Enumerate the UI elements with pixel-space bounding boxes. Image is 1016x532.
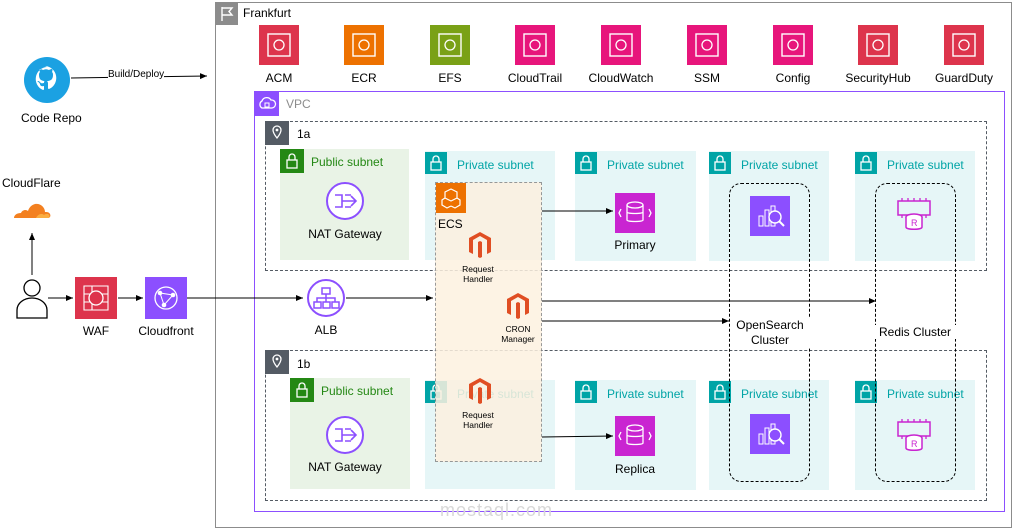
cloudflare-label: CloudFlare: [2, 176, 61, 190]
lock-icon: [425, 152, 447, 174]
nat-gateway-label: NAT Gateway: [308, 227, 382, 241]
private-subnet-label: Private subnet: [607, 387, 684, 401]
public-subnet-label: Public subnet: [321, 384, 394, 398]
vpc-label: VPC: [286, 97, 311, 111]
rds-icon: [615, 193, 655, 233]
service-label: CloudWatch: [588, 71, 654, 85]
lock-icon: [575, 152, 597, 174]
public-subnet-label: Public subnet: [311, 155, 384, 169]
nat-gateway-label: NAT Gateway: [308, 460, 382, 474]
region-flag-icon: [216, 3, 238, 25]
cloudtrail-icon: [515, 25, 555, 65]
watermark-text: mostaql.com: [440, 500, 554, 520]
lock-icon: [855, 381, 877, 403]
code-repo-label: Code Repo: [21, 111, 82, 125]
private-subnet-label: Private subnet: [457, 158, 534, 172]
service-label: SSM: [693, 71, 720, 85]
region-label: Frankfurt: [243, 6, 292, 20]
build-deploy-label: Build/Deploy: [108, 69, 165, 80]
waf-icon: [75, 277, 117, 319]
security-hub-icon: [858, 25, 898, 65]
private-subnet-label: Private subnet: [887, 387, 964, 401]
nat-gateway-icon: [325, 181, 365, 226]
config-icon: [773, 25, 813, 65]
rds-replica-label: Replica: [614, 462, 656, 476]
private-subnet-label: Private subnet: [741, 387, 818, 401]
region-frankfurt: [215, 2, 1012, 528]
cloudfront-label: Cloudfront: [138, 324, 194, 338]
magento-icon: [467, 376, 493, 411]
availability-zone-1b: [265, 350, 987, 501]
github-icon: [24, 57, 70, 103]
certificate-manager-icon: [259, 25, 299, 65]
user-icon: [14, 276, 50, 325]
container-registry-icon: [344, 25, 384, 65]
private-subnet-label: Private subnet: [607, 158, 684, 172]
service-label: GuardDuty: [934, 71, 994, 85]
svg-text:R: R: [911, 218, 918, 228]
systems-manager-icon: [687, 25, 727, 65]
nat-gateway-icon: [325, 415, 365, 460]
cloudflare-icon: [10, 198, 52, 225]
redis-icon: R: [894, 416, 934, 461]
guardduty-icon: [944, 25, 984, 65]
availability-zone-1a: [265, 121, 987, 271]
cloudfront-icon: [145, 277, 187, 319]
lock-icon: [575, 381, 597, 403]
az-location-icon: [265, 350, 289, 374]
alb-label: ALB: [314, 323, 338, 337]
private-subnet-label: Private subnet: [887, 158, 964, 172]
redis-icon: R: [894, 195, 934, 240]
magento-icon: [505, 291, 531, 326]
az-1b-label: 1b: [297, 357, 311, 371]
service-label: EFS: [438, 71, 462, 85]
service-label: SecurityHub: [845, 71, 911, 85]
vpc-cloud-icon: [255, 92, 279, 116]
rds-primary-label: Primary: [614, 238, 656, 252]
service-label: CloudTrail: [507, 71, 563, 85]
lock-icon: [855, 152, 877, 174]
waf-label: WAF: [82, 324, 110, 338]
alb-icon: [306, 278, 346, 323]
az-location-icon: [265, 121, 289, 145]
service-label: ACM: [265, 71, 293, 85]
ecs-cluster-area: [435, 182, 542, 462]
elastic-file-system-icon: [430, 25, 470, 65]
lock-icon: [709, 152, 731, 174]
lock-icon: [280, 149, 304, 173]
cloudwatch-icon: [601, 25, 641, 65]
az-1a-label: 1a: [297, 127, 311, 141]
private-subnet-label: Private subnet: [741, 158, 818, 172]
opensearch-icon: [750, 414, 790, 454]
vpc-container: [254, 91, 1005, 512]
ecs-label: ECS: [438, 217, 463, 231]
lock-icon: [290, 378, 314, 402]
opensearch-icon: [750, 196, 790, 236]
service-label: ECR: [351, 71, 377, 85]
magento-icon: [467, 230, 493, 265]
ecs-icon: [436, 183, 466, 213]
service-label: Config: [775, 71, 811, 85]
lock-icon: [709, 381, 731, 403]
svg-text:R: R: [911, 439, 918, 449]
rds-icon: [615, 416, 655, 456]
redis-cluster-label: Redis Cluster: [870, 325, 960, 339]
